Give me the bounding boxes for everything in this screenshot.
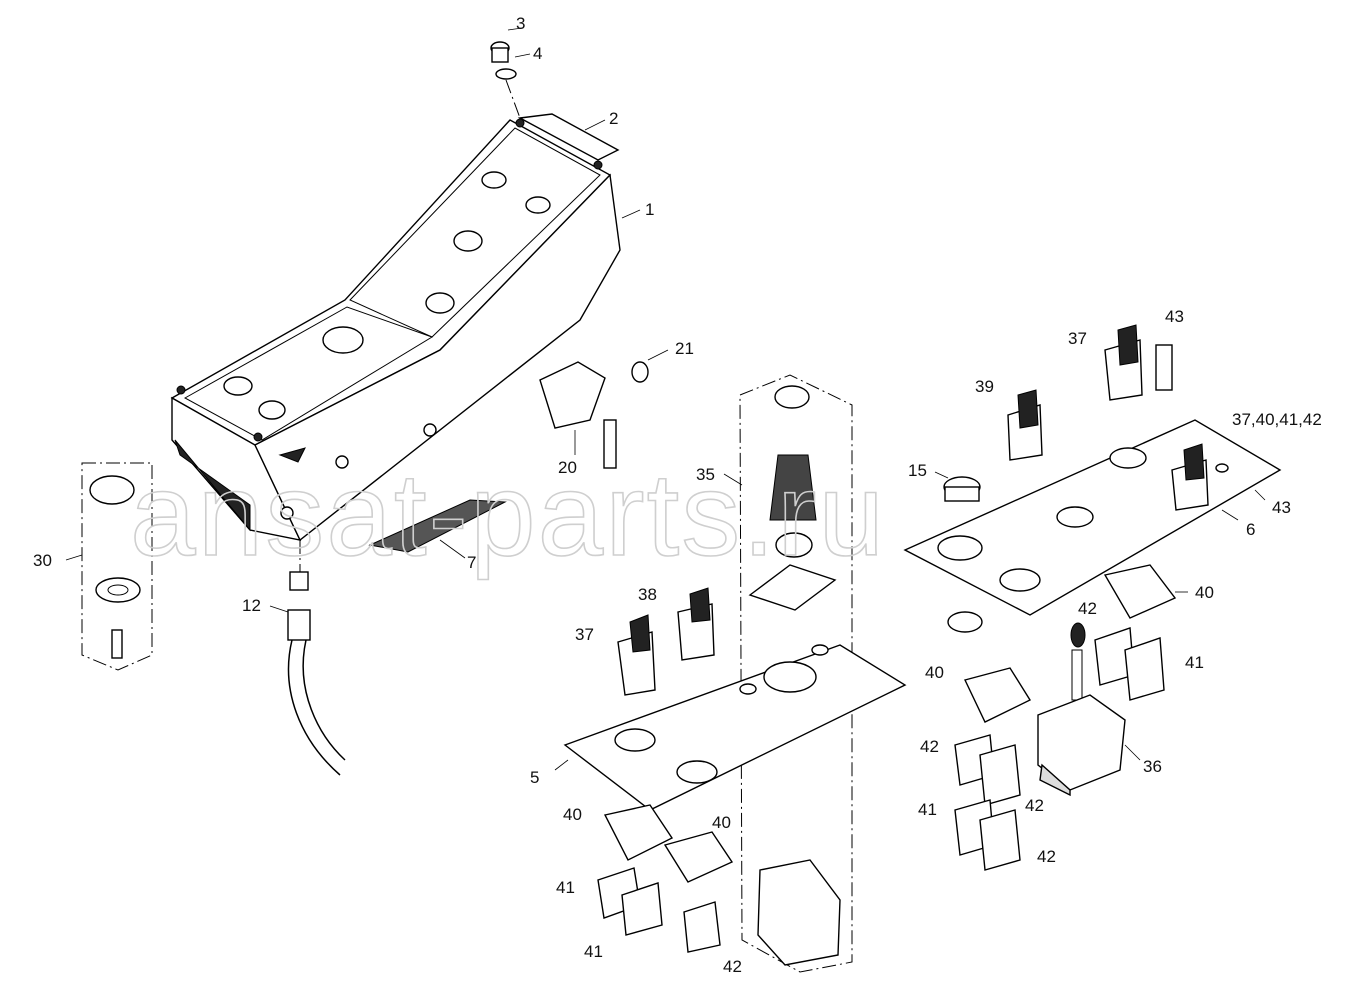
selector-switch-37-40-41-42 bbox=[1171, 443, 1209, 511]
callout-41-right-b: 41 bbox=[918, 800, 937, 819]
callout-42-right-b: 42 bbox=[920, 737, 939, 756]
callout-41-left-b: 41 bbox=[584, 942, 603, 961]
selector-switch-39 bbox=[1007, 389, 1043, 461]
contact-blocks-right bbox=[954, 564, 1177, 871]
panel-left bbox=[563, 644, 907, 811]
callout-36: 36 bbox=[1143, 757, 1162, 776]
bracket-and-bulb bbox=[539, 361, 649, 469]
console-housing bbox=[170, 118, 621, 542]
callout-2: 2 bbox=[609, 109, 618, 128]
panel-right bbox=[903, 419, 1282, 616]
callout-40-left-a: 40 bbox=[563, 805, 582, 824]
knob-set-box bbox=[81, 462, 153, 671]
leader-lines bbox=[65, 27, 1266, 771]
callout-38: 38 bbox=[638, 585, 657, 604]
callout-43-top: 43 bbox=[1165, 307, 1184, 326]
plug-and-washer bbox=[490, 41, 521, 119]
push-button-15 bbox=[943, 476, 981, 502]
cover-strip bbox=[517, 113, 620, 161]
callout-12: 12 bbox=[242, 596, 261, 615]
callout-20: 20 bbox=[558, 458, 577, 477]
callout-21: 21 bbox=[675, 339, 694, 358]
callout-3: 3 bbox=[516, 14, 525, 33]
callout-42-right-a: 42 bbox=[1078, 599, 1097, 618]
callout-labels: 3 4 2 1 21 20 30 7 12 35 38 37 5 40 40 4… bbox=[33, 14, 1322, 976]
callout-4: 4 bbox=[533, 44, 542, 63]
callout-37-right: 37 bbox=[1068, 329, 1087, 348]
callout-42-right-c: 42 bbox=[1025, 796, 1044, 815]
callout-6: 6 bbox=[1246, 520, 1255, 539]
selector-switch-38 bbox=[677, 587, 715, 661]
selector-switch-37-right bbox=[1104, 324, 1143, 401]
callout-37-left: 37 bbox=[575, 625, 594, 644]
joystick-36 bbox=[1037, 622, 1126, 797]
callout-40-left-b: 40 bbox=[712, 813, 731, 832]
callout-39: 39 bbox=[975, 377, 994, 396]
nut bbox=[947, 611, 983, 633]
callout-30: 30 bbox=[33, 551, 52, 570]
callout-15: 15 bbox=[908, 461, 927, 480]
selector-switch-37-left bbox=[617, 614, 656, 696]
callout-41-right-a: 41 bbox=[1185, 653, 1204, 672]
callout-40-right-a: 40 bbox=[1195, 583, 1214, 602]
callout-7: 7 bbox=[467, 553, 476, 572]
watermark-text: ansat-parts.ru bbox=[130, 449, 886, 581]
cable-assembly bbox=[287, 540, 346, 776]
callout-41-left-a: 41 bbox=[556, 878, 575, 897]
callout-5: 5 bbox=[530, 768, 539, 787]
callout-37-40-41-42: 37,40,41,42 bbox=[1232, 410, 1322, 429]
callout-40-right-b: 40 bbox=[925, 663, 944, 682]
joystick-column bbox=[739, 374, 853, 973]
callout-43-right: 43 bbox=[1272, 498, 1291, 517]
callout-42-right-d: 42 bbox=[1037, 847, 1056, 866]
contact-blocks-left bbox=[597, 804, 734, 953]
grille-plate bbox=[368, 499, 507, 553]
indicator-lamp-43 bbox=[1155, 344, 1173, 391]
callout-42-left: 42 bbox=[723, 957, 742, 976]
callout-35: 35 bbox=[696, 465, 715, 484]
callout-1: 1 bbox=[645, 200, 654, 219]
